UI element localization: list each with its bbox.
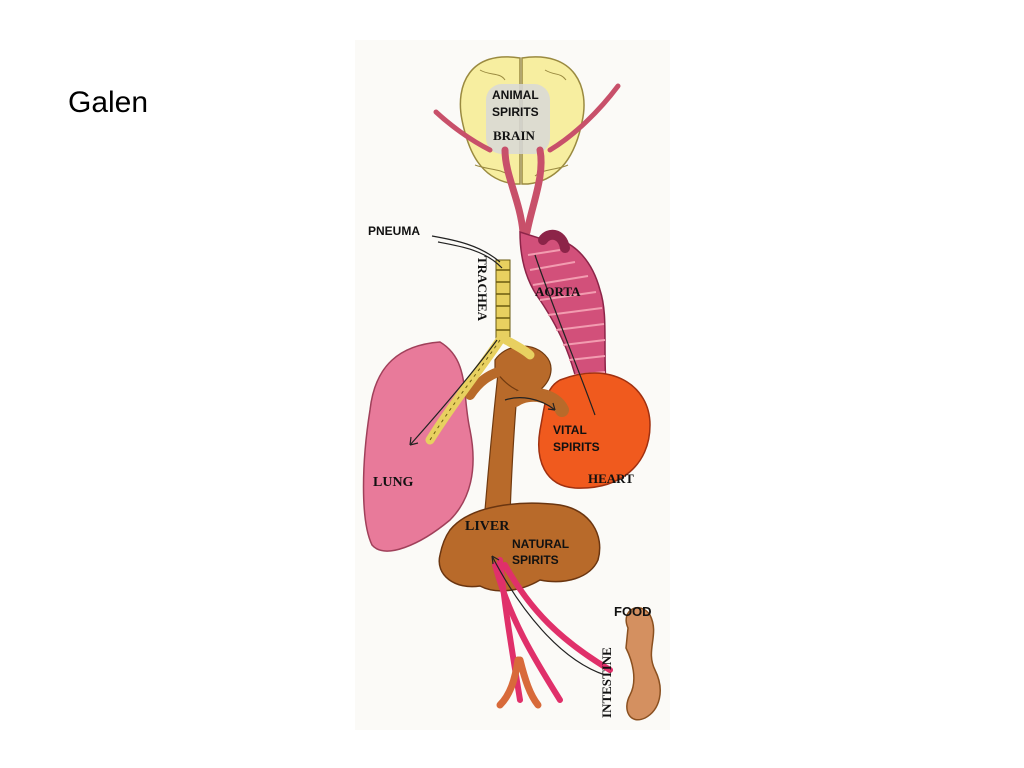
label-food: FOOD [614, 604, 652, 619]
liver [438, 502, 601, 592]
label-brain: BRAIN [493, 128, 536, 143]
carotid-arteries [501, 146, 545, 236]
label-trachea: TRACHEA [475, 256, 490, 322]
label-heart: HEART [588, 471, 634, 486]
iliac-vessels [496, 656, 542, 709]
vital-spirits-flow [504, 254, 596, 416]
heart [538, 372, 651, 489]
intestine [625, 607, 661, 721]
natural-spirits-flow [491, 555, 606, 676]
label-animal-spirits-1: ANIMAL [492, 88, 539, 102]
label-animal-spirits-2: SPIRITS [492, 105, 539, 119]
label-aorta: AORTA [535, 284, 581, 299]
portal-veins [492, 557, 613, 703]
label-natural-spirits-2: SPIRITS [512, 553, 559, 567]
trachea [425, 259, 535, 445]
label-intestine: INTESTINE [599, 647, 614, 718]
label-vital-spirits-1: VITAL [553, 423, 587, 437]
label-lung: LUNG [373, 475, 414, 490]
label-pneuma: PNEUMA [368, 224, 420, 238]
label-vital-spirits-2: SPIRITS [553, 440, 600, 454]
lung [362, 341, 474, 552]
pneuma-flow [409, 235, 503, 446]
slide-title: Galen [68, 86, 149, 119]
label-natural-spirits-1: NATURAL [512, 537, 569, 551]
label-liver: LIVER [465, 519, 510, 534]
cranial-nerves [433, 83, 621, 153]
